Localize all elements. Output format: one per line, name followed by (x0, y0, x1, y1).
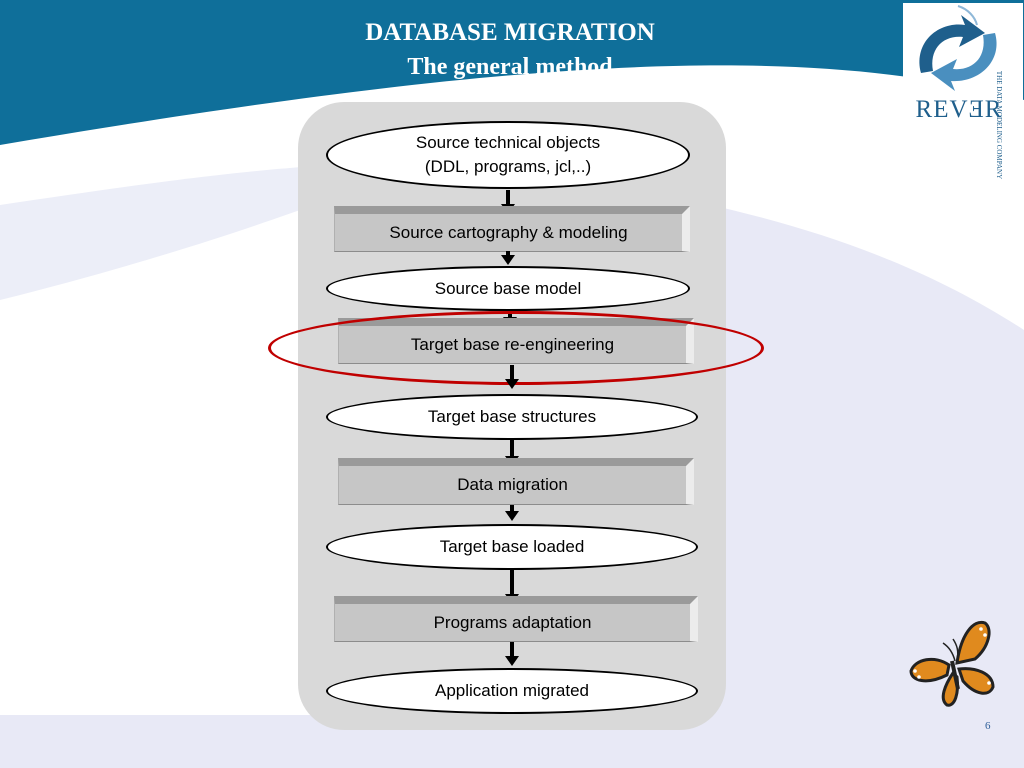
page-number: 6 (985, 720, 991, 732)
butterfly-icon (909, 620, 995, 707)
flow-node-target-base-loaded: Target base loaded (326, 524, 698, 570)
flow-node-target-base-structures: Target base structures (326, 394, 698, 440)
flow-arrow (505, 642, 519, 666)
flow-step-target-base-reengineering: Target base re-engineering (338, 318, 694, 364)
flow-node-source-technical-objects: Source technical objects (DDL, programs,… (326, 121, 690, 189)
flow-step-source-cartography: Source cartography & modeling (334, 206, 690, 252)
slide-subtitle: The general method (407, 54, 613, 80)
flow-arrow (505, 505, 519, 521)
flow-node-source-base-model: Source base model (326, 266, 690, 311)
slide-title: DATABASE MIGRATION (365, 19, 655, 46)
flow-step-programs-adaptation: Programs adaptation (334, 596, 698, 642)
logo-arrows-icon (919, 5, 997, 91)
flow-arrow (501, 251, 515, 265)
flow-arrow (505, 365, 519, 389)
company-logo: REVƎR THE DATA MODELING COMPANY (903, 3, 1023, 179)
logo-tagline: THE DATA MODELING COMPANY (995, 70, 1003, 180)
flow-step-data-migration: Data migration (338, 458, 694, 505)
logo-wordmark: REVƎR (915, 96, 1003, 123)
flow-node-application-migrated: Application migrated (326, 668, 698, 714)
